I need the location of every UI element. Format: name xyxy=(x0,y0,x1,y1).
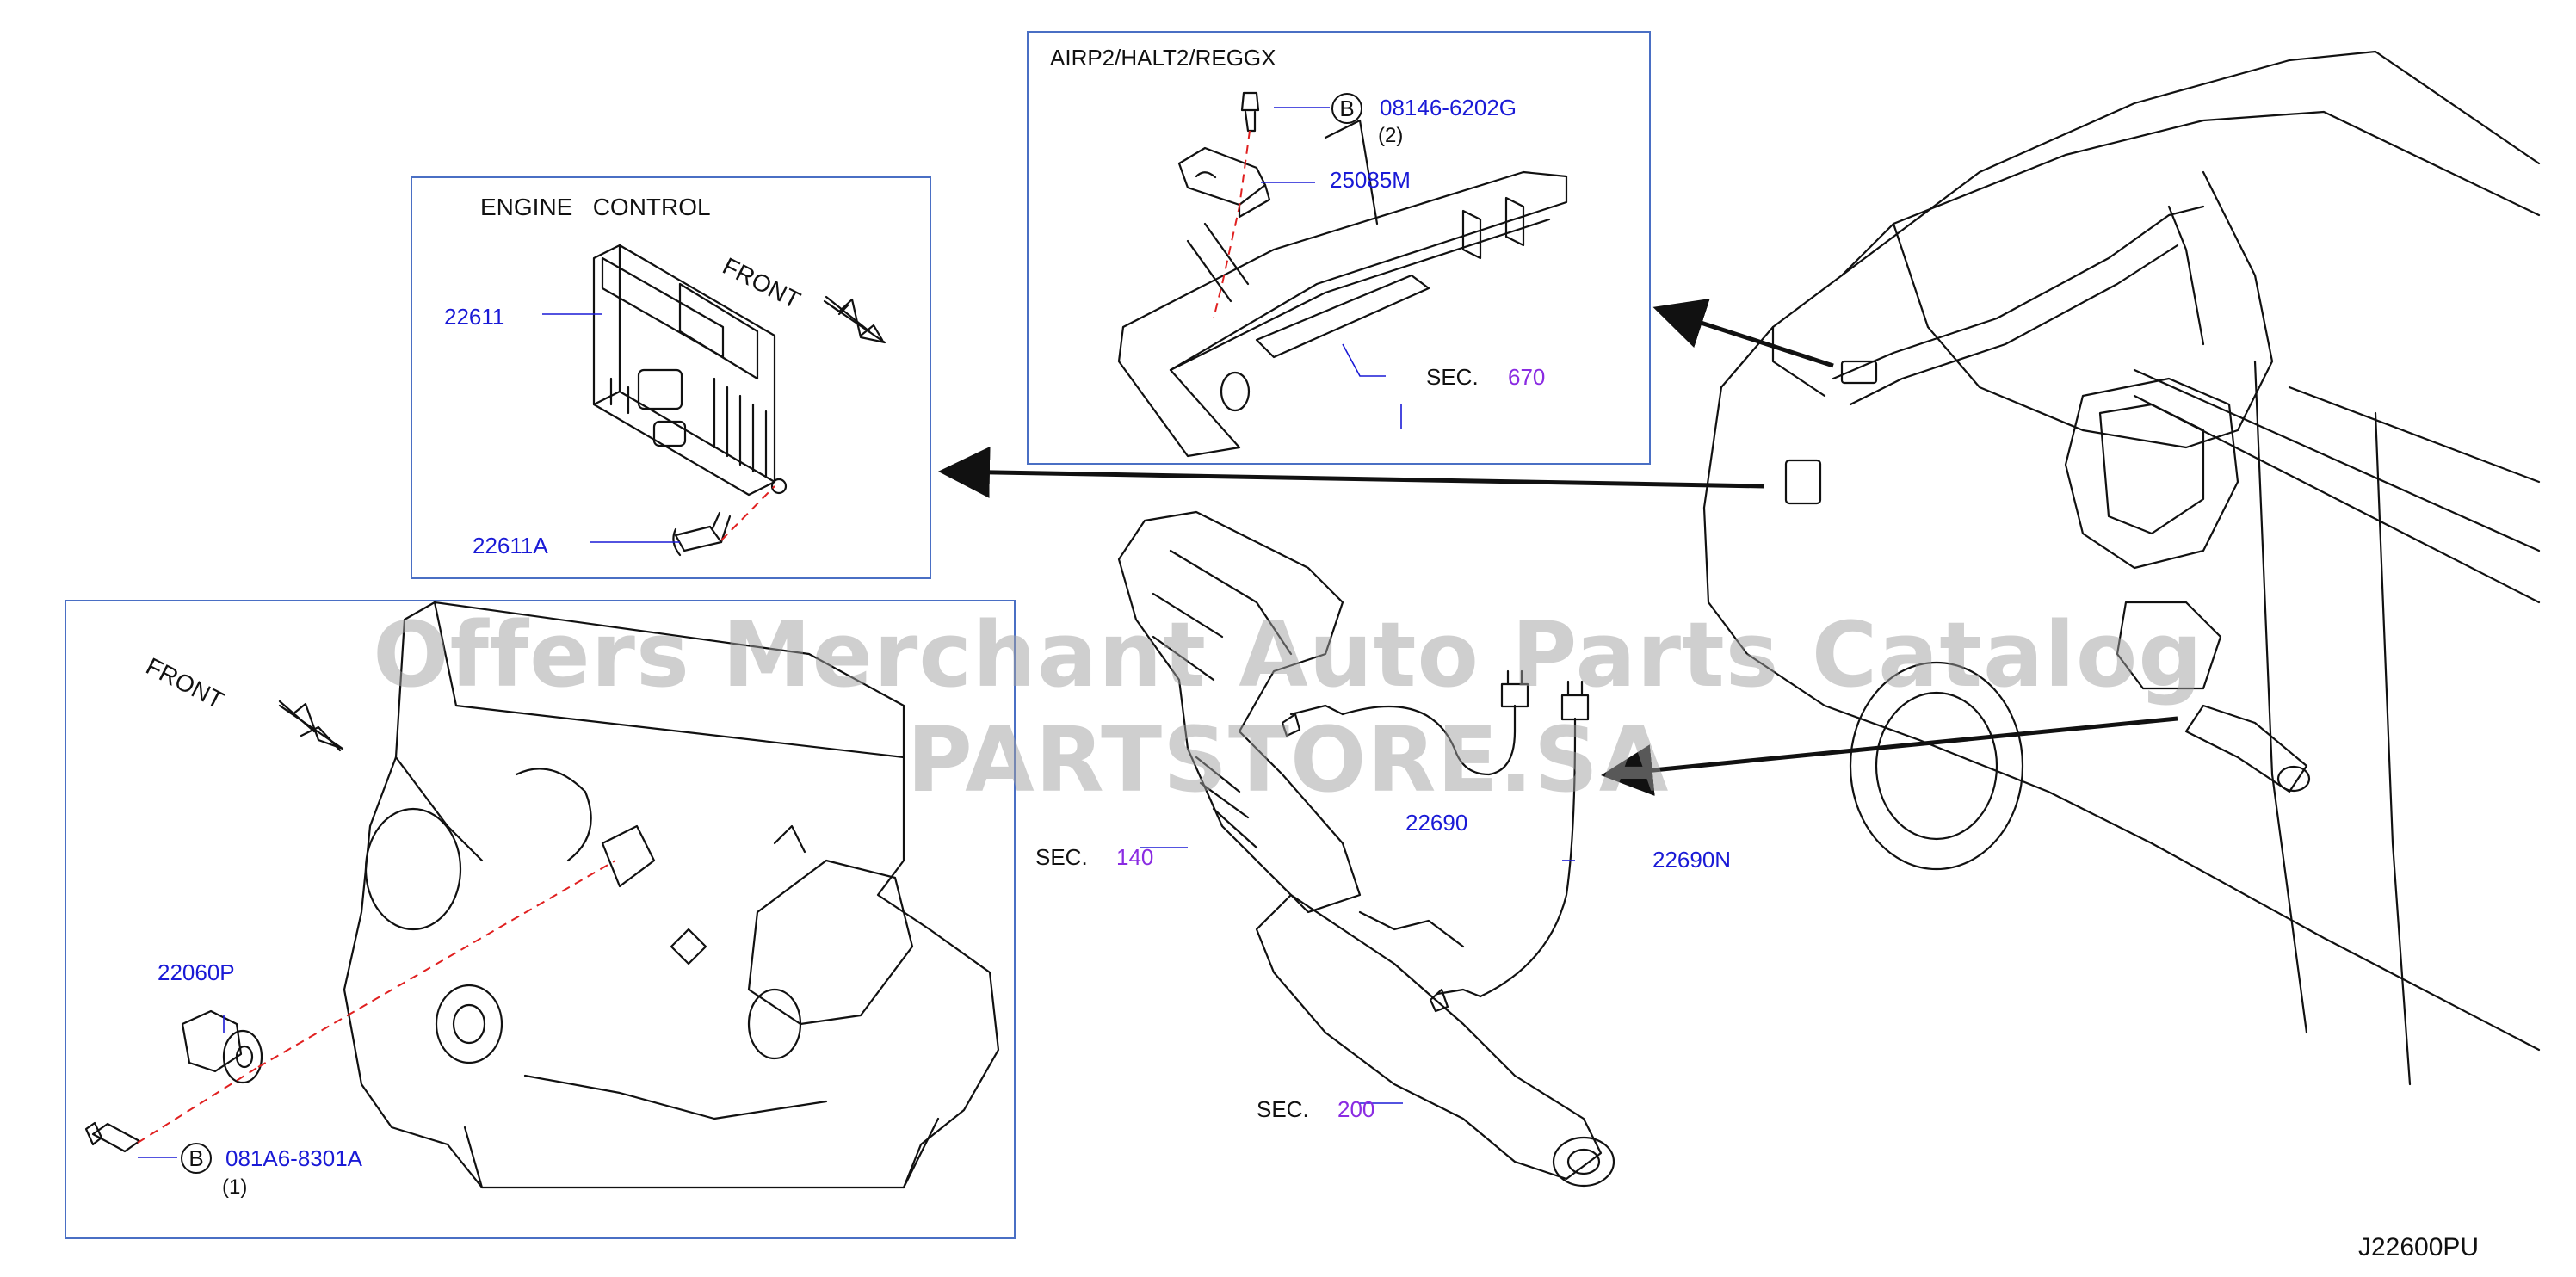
part-number-08146-6202g[interactable]: 08146-6202G xyxy=(1380,95,1517,120)
leader-lines xyxy=(138,107,1575,1158)
part-number-22690[interactable]: 22690 xyxy=(1405,810,1468,836)
section-number-140[interactable]: 140 xyxy=(1116,844,1154,870)
diagram-id: J22600PU xyxy=(2358,1233,2480,1262)
section-label-200: SEC. xyxy=(1257,1096,1309,1122)
map-sensor-inset xyxy=(1027,31,1651,465)
install-lines xyxy=(137,130,1251,1144)
section-number-670[interactable]: 670 xyxy=(1508,364,1546,390)
map-sensor-drawing xyxy=(1117,91,1568,458)
section-label-140: SEC. xyxy=(1035,844,1088,870)
bolt-marker-b-engine: B xyxy=(181,1143,212,1174)
part-number-22611a[interactable]: 22611A xyxy=(473,533,548,558)
exhaust-drawing xyxy=(1117,510,1615,1188)
section-label-670: SEC. xyxy=(1426,364,1479,390)
knock-sensor-inset xyxy=(65,600,1016,1239)
engine-drawing xyxy=(84,601,1000,1189)
bolt-quantity-engine: (1) xyxy=(222,1175,248,1199)
part-number-22060p[interactable]: 22060P xyxy=(158,959,235,985)
section-number-200[interactable]: 200 xyxy=(1337,1096,1375,1122)
map-sensor-title: AIRP2/HALT2/REGGX xyxy=(1050,45,1276,71)
part-number-22611[interactable]: 22611 xyxy=(444,304,505,330)
engine-control-title: ENGINE CONTROL xyxy=(480,194,711,220)
bolt-quantity: (2) xyxy=(1378,124,1404,147)
engine-control-inset xyxy=(411,176,931,579)
part-number-22690n[interactable]: 22690N xyxy=(1652,847,1732,873)
callout-arrows xyxy=(938,298,2178,796)
part-number-25085m[interactable]: 25085M xyxy=(1330,167,1411,193)
ecm-drawing xyxy=(592,244,886,557)
van-drawing xyxy=(1702,50,2541,1086)
part-number-081a6-8301a[interactable]: 081A6-8301A xyxy=(225,1145,363,1171)
bolt-marker-b: B xyxy=(1331,93,1362,124)
